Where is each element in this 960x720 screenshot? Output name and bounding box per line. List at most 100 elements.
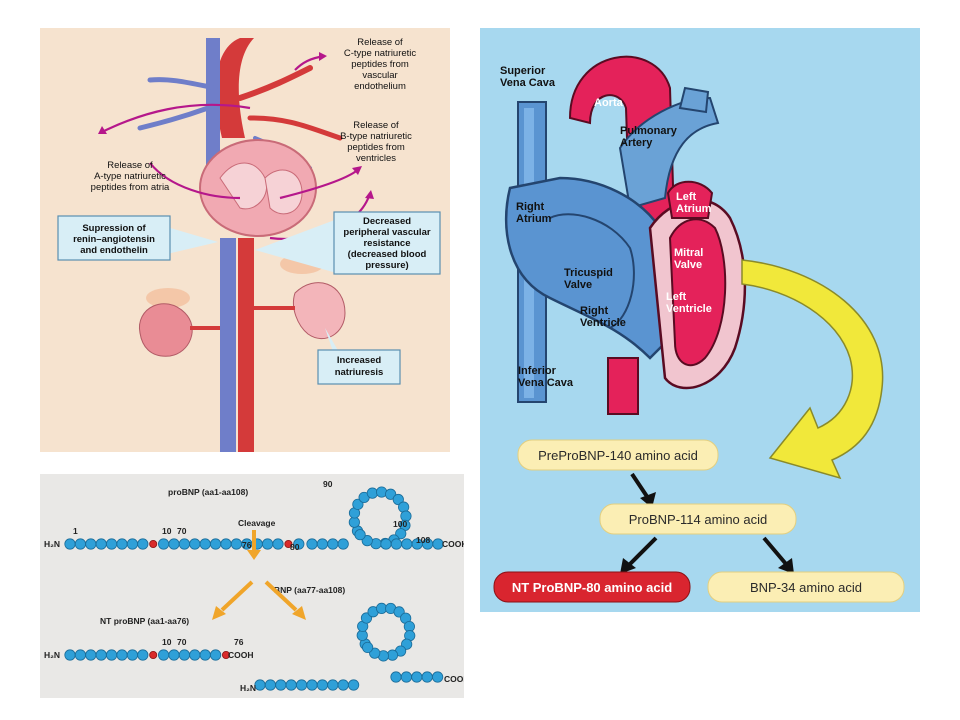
amino-acid-bead: [85, 649, 97, 661]
residue-10: 10: [162, 526, 172, 536]
residue-80: 80: [290, 542, 300, 552]
amino-acid-bead: [189, 649, 201, 661]
cleavage-site-bead: [149, 540, 158, 549]
amino-acid-bead: [116, 649, 128, 661]
mitral-valve-line1: Mitral: [674, 247, 703, 259]
bnp-label: BNP-34 amino acid: [750, 580, 862, 595]
amino-acid-bead: [432, 538, 444, 550]
pulmonary-artery-line2: Artery: [620, 137, 653, 149]
amino-acid-bead: [352, 498, 364, 510]
label-c-line4: vascular: [362, 70, 397, 81]
amino-acid-bead: [392, 493, 404, 506]
amino-acid-bead: [95, 538, 107, 550]
amino-acid-bead: [106, 649, 118, 661]
amino-acid-bead: [64, 649, 76, 661]
left-atrium-line1: Left: [676, 191, 697, 203]
residue-100: 100: [393, 519, 407, 529]
label-a-type: Release of A-type natriuretic peptides f…: [91, 160, 170, 193]
label-c-line1: Release of: [357, 37, 403, 48]
amino-acid-bead: [295, 679, 308, 691]
amino-acid-bead: [272, 538, 284, 550]
amino-acid-bead: [254, 679, 266, 691]
residue-76: 76: [242, 540, 252, 550]
nt-split-arrow: [220, 580, 254, 612]
left-kidney: [139, 288, 220, 357]
vena-cava-vessel: [206, 38, 236, 452]
amino-acid-bead: [354, 529, 366, 541]
probnp-cleavage-panel: proBNP (aa1-aa108) Cleavage BNP (aa77-aa…: [40, 474, 464, 698]
amino-acid-bead: [95, 649, 107, 661]
left-atrium-line2: Atrium: [676, 203, 712, 215]
amino-acid-bead: [431, 671, 444, 683]
residue-70: 70: [177, 526, 187, 536]
residue-10-nt: 10: [162, 637, 172, 647]
heart-labels: Superior Vena Cava Aorta Pulmonary Arter…: [500, 65, 712, 389]
cleavage-site-bead: [149, 650, 158, 659]
natriuresis-line2: natriuresis: [335, 367, 384, 378]
amino-acid-bead: [400, 671, 412, 683]
superior-vena-cava-line2: Vena Cava: [500, 77, 556, 89]
residue-1: 1: [73, 526, 78, 536]
amino-acid-bead: [106, 538, 118, 550]
label-c-line5: endothelium: [354, 81, 406, 92]
nt-probnp-title: NT proBNP (aa1-aa76): [100, 616, 189, 626]
cleavage-arrows: [212, 530, 306, 620]
flow-arrow-3: [762, 536, 788, 566]
resistance-line2: peripheral vascular: [343, 227, 430, 238]
tricuspid-valve-line2: Valve: [564, 279, 592, 291]
amino-acid-bead: [361, 535, 373, 547]
mitral-valve-line2: Valve: [674, 259, 702, 271]
residue-90: 90: [323, 479, 333, 489]
renin-line1: Supression of: [82, 223, 146, 234]
label-c-line2: C-type natriuretic: [344, 48, 417, 59]
callout-resistance: Decreased peripheral vascular resistance…: [255, 211, 441, 275]
amino-acid-bead: [337, 679, 349, 691]
bnp-split-arrow: [264, 580, 298, 612]
amino-acid-bead: [264, 679, 276, 691]
probnp-title: proBNP (aa1-aa108): [168, 487, 248, 497]
amino-acid-bead: [116, 538, 128, 550]
amino-acid-bead: [178, 538, 190, 550]
callout-natriuresis: Increased natriuresis: [317, 328, 401, 385]
amino-acid-bead: [262, 538, 274, 550]
tricuspid-valve-line1: Tricuspid: [564, 267, 613, 279]
yellow-curved-arrow: [741, 259, 884, 480]
label-b-line3: peptides from: [347, 142, 405, 153]
left-heart: [648, 180, 747, 390]
amino-acid-bead: [362, 641, 374, 654]
natriuretic-effects-panel: Release of C-type natriuretic peptides f…: [40, 28, 450, 452]
amino-acid-bead: [210, 538, 222, 550]
resistance-line5: pressure): [365, 260, 408, 271]
aorta-label: Aorta: [594, 97, 624, 109]
right-atrium-line1: Right: [516, 201, 544, 213]
pulmonary-artery-line1: Pulmonary: [620, 125, 678, 137]
pulmonary-artery: [618, 86, 720, 210]
label-b-type: Release of B-type natriuretic peptides f…: [340, 120, 412, 164]
amino-acid-bead: [137, 538, 149, 550]
label-a-line2: A-type natriuretic: [94, 171, 166, 182]
amino-acid-bead: [168, 649, 180, 661]
flow-arrow-1: [630, 472, 650, 500]
amino-acid-bead: [401, 538, 413, 550]
renin-line3: and endothelin: [80, 245, 148, 256]
h2n-bnp: H₂N: [240, 683, 256, 693]
heart-bnp-panel: Superior Vena Cava Aorta Pulmonary Arter…: [480, 28, 920, 612]
inferior-vena-cava-line1: Inferior: [518, 365, 557, 377]
resistance-line4: (decreased blood: [348, 249, 427, 260]
bnp-box: BNP-34 amino acid: [707, 571, 905, 603]
amino-acid-bead: [178, 649, 190, 661]
cleavage-site-bead: [284, 540, 293, 549]
label-a-line3: peptides from atria: [91, 182, 170, 193]
right-ventricle-line1: Right: [580, 305, 608, 317]
bnp-title: BNP (aa77-aa108): [274, 585, 345, 595]
amino-acid-bead: [316, 538, 328, 550]
resistance-line3: resistance: [363, 238, 410, 249]
amino-acid-bead: [158, 649, 170, 661]
residue-76-nt: 76: [234, 637, 244, 647]
natriuretic-effects-illustration: Release of C-type natriuretic peptides f…: [57, 37, 441, 452]
left-ventricle-line1: Left: [666, 291, 687, 303]
amino-acid-bead: [189, 538, 201, 550]
preprobnp-box: PreProBNP-140 amino acid: [517, 439, 719, 471]
amino-acid-bead: [366, 487, 378, 499]
residue-108: 108: [416, 535, 430, 545]
